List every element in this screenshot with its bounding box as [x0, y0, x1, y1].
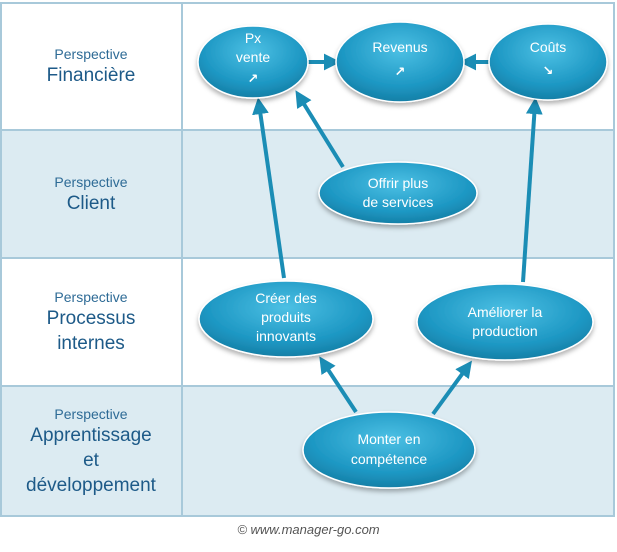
label-processus: Perspective Processus internes [0, 258, 182, 386]
border-row-2 [0, 257, 615, 259]
svg-text:Offrir plus: Offrir plus [368, 175, 428, 191]
svg-text:innovants: innovants [256, 328, 316, 344]
perspective-name: Processus [46, 308, 136, 329]
border-left [0, 2, 2, 517]
perspective-label: Perspective [54, 289, 128, 305]
node-monter: Monter en compétence [302, 411, 476, 489]
node-ameliorer: Améliorer la production [416, 283, 594, 361]
row-client [0, 130, 615, 258]
border-right [613, 2, 615, 517]
svg-text:Améliorer la: Améliorer la [468, 304, 543, 320]
perspective-name: et [83, 449, 99, 471]
svg-text:Coûts: Coûts [530, 39, 567, 55]
svg-text:de services: de services [363, 194, 434, 210]
arrow-down-right-icon: ↘ [543, 64, 554, 79]
node-creer: Créer des produits innovants [198, 280, 374, 358]
perspective-name: développement [26, 474, 156, 496]
perspective-label: Perspective [54, 405, 128, 422]
svg-text:Px: Px [245, 30, 261, 46]
arrow-creer-to-px-vente [252, 97, 286, 279]
node-offrir: Offrir plus de services [318, 161, 478, 225]
node-px-vente: Px vente ↗ [197, 25, 309, 99]
perspective-label: Perspective [54, 45, 128, 62]
copyright-footer: © www.manager-go.com [237, 522, 380, 537]
label-client: Perspective Client [0, 130, 182, 258]
svg-text:production: production [472, 323, 537, 339]
svg-text:compétence: compétence [351, 451, 427, 467]
arrow-up-right-icon: ↗ [248, 72, 259, 87]
arrow-ameliorer-to-couts [521, 97, 543, 283]
node-revenus: Revenus ↗ [335, 21, 465, 103]
border-row-3 [0, 385, 615, 387]
arrow-offrir-to-px-vente [295, 90, 345, 169]
perspective-label: Perspective [54, 173, 128, 190]
arrow-monter-to-ameliorer [431, 360, 472, 416]
label-apprentissage: Perspective Apprentissage et développeme… [0, 386, 182, 516]
arrows [252, 53, 543, 416]
svg-text:vente: vente [236, 49, 270, 65]
perspective-name: internes [57, 333, 125, 354]
arrow-monter-to-creer [319, 356, 358, 414]
svg-text:Revenus: Revenus [372, 39, 427, 55]
border-row-1 [0, 129, 615, 131]
svg-text:Monter en: Monter en [357, 431, 420, 447]
perspective-name: Financière [46, 64, 136, 86]
svg-text:produits: produits [261, 309, 311, 325]
perspective-name: Apprentissage [30, 424, 152, 446]
label-financiere: Perspective Financière [0, 2, 182, 130]
perspective-name: Client [66, 192, 116, 214]
border-bottom [0, 515, 615, 517]
svg-text:Créer des: Créer des [255, 290, 316, 306]
arrow-up-right-icon: ↗ [395, 65, 406, 80]
node-couts: Coûts ↘ [488, 23, 608, 101]
border-top [0, 2, 615, 4]
border-divider [181, 2, 183, 517]
